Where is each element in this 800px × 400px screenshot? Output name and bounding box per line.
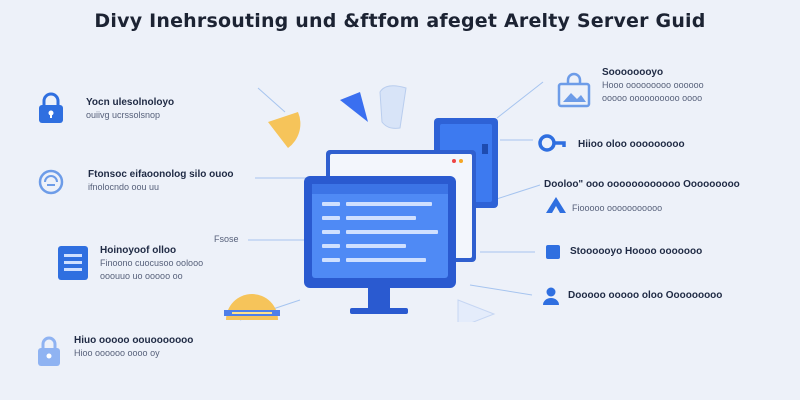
callout-body: Hioo oooooo oooo oy <box>74 348 160 358</box>
callout-heading: Dooloo" ooo oooooooooooo Ooooooooo <box>544 179 740 190</box>
callout-right-5: Stoooooyo Hoooo ooooooo <box>570 245 730 258</box>
callout-tag: Fsose <box>214 234 239 244</box>
callout-heading: Hiuo ooooo oouooooooo <box>74 335 194 346</box>
callout-heading: Hiioo oloo ooooooooo <box>578 139 685 150</box>
callout-left-2: Ftonsoc eifaoonolog silo ouoo ifnolocndo… <box>88 168 258 194</box>
callout-left-3: Hoinoyoof olloo Finoono cuocusoo oolooo … <box>100 244 230 283</box>
wedge-icon <box>340 92 368 122</box>
pie-slice-icon <box>268 112 301 148</box>
connector-line <box>257 87 286 113</box>
callout-body: ooouuo uo ooooo oo <box>100 271 183 281</box>
play-icon <box>457 299 496 322</box>
image-icon <box>557 72 591 108</box>
callout-right-3: Dooloo" ooo oooooooooooo Ooooooooo <box>544 178 764 191</box>
shield-shape-icon <box>379 85 407 129</box>
callout-heading: Ftonsoc eifaoonolog silo ouoo <box>88 169 234 180</box>
callout-body: ooooo oooooooooo oooo <box>602 93 703 103</box>
list-icon <box>58 246 88 280</box>
callout-heading: Hoinoyoof olloo <box>100 245 177 256</box>
callout-right-1: Soooooooyo Hooo ooooooooo oooooo ooooo o… <box>602 66 762 105</box>
callout-right-6: Dooooo ooooo oloo Ooooooooo <box>568 289 768 302</box>
refresh-icon <box>38 169 64 195</box>
lock-icon <box>39 92 63 123</box>
connector-line <box>469 284 533 296</box>
square-icon <box>546 245 560 259</box>
callout-left-3-tag: Fsose <box>214 233 254 246</box>
callout-right-2: Hiioo oloo ooooooooo <box>578 138 718 151</box>
lock-outline-icon <box>38 336 60 366</box>
callout-left-4: Hiuo ooooo oouooooooo Hioo oooooo oooo o… <box>74 334 244 360</box>
connector-line <box>496 81 544 119</box>
callout-body: ifnolocndo oou uu <box>88 182 160 192</box>
user-icon <box>543 287 559 305</box>
triangle-logo-icon <box>546 197 566 213</box>
key-icon <box>538 134 566 152</box>
callout-body: Finoono cuocusoo oolooo <box>100 258 204 268</box>
badge-icon <box>224 294 280 320</box>
callout-heading: Soooooooyo <box>602 67 664 78</box>
callout-heading: Dooooo ooooo oloo Ooooooooo <box>568 290 723 301</box>
callout-right-4: Fiooooo ooooooooooo <box>572 202 712 215</box>
callout-heading: Fiooooo ooooooooooo <box>572 203 663 213</box>
callout-body: Hooo ooooooooo oooooo <box>602 80 704 90</box>
callout-left-1: Yocn ulesolnoloyo ouiivg ucrssolsnop <box>86 96 206 122</box>
callout-body: ouiivg ucrssolsnop <box>86 110 161 120</box>
callout-heading: Yocn ulesolnoloyo <box>86 97 175 108</box>
page-title: Divy Inehrsouting und &ftfom afeget Arel… <box>94 10 706 32</box>
server-illustration <box>268 85 498 322</box>
callout-heading: Stoooooyo Hoooo ooooooo <box>570 246 703 257</box>
